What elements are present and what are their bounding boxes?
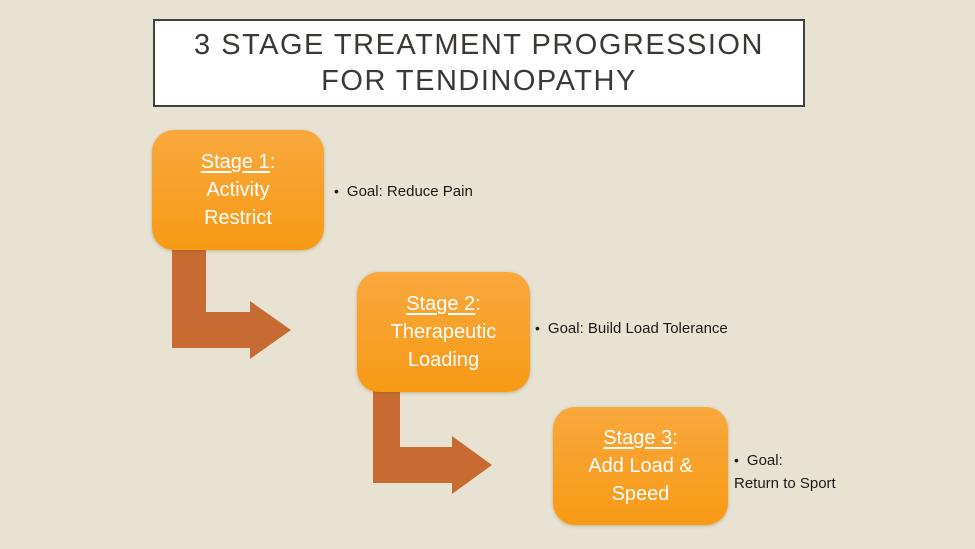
- stage-2-goal: • Goal: Build Load Tolerance: [535, 317, 728, 340]
- slide-title-box: 3 STAGE TREATMENT PROGRESSION FOR TENDIN…: [153, 19, 805, 107]
- stage-2-label-line-1: Therapeutic: [390, 321, 497, 343]
- slide-title-line-2: FOR TENDINOPATHY: [321, 65, 637, 97]
- stage-1-goal: • Goal: Reduce Pain: [334, 180, 473, 203]
- stage-1-label-line-2: Restrict: [204, 207, 272, 229]
- stage-1-box: Stage 1: Activity Restrict: [152, 130, 324, 250]
- stage-3-box: Stage 3: Add Load & Speed: [553, 407, 728, 525]
- stage-3-label-line-1: Add Load &: [588, 455, 693, 477]
- stage-1-heading: Stage 1:: [200, 151, 276, 173]
- stage-3-label-line-2: Speed: [611, 483, 670, 505]
- stage-3-heading: Stage 3:: [603, 427, 678, 449]
- stage-2-label-line-2: Loading: [407, 349, 480, 371]
- stage-2-box: Stage 2: Therapeutic Loading: [357, 272, 530, 392]
- stage-1-label-line-1: Activity: [206, 179, 270, 201]
- slide-title: 3 STAGE TREATMENT PROGRESSION FOR TENDIN…: [194, 27, 764, 99]
- stage-2-goal-text: Goal: Build Load Tolerance: [547, 320, 728, 337]
- stage-3-goal-line-1: • Goal:: [734, 449, 904, 472]
- slide-title-line-1: 3 STAGE TREATMENT PROGRESSION: [194, 29, 764, 61]
- stage-3-goal-text-line-1: Goal:: [746, 452, 783, 469]
- bullet-icon: •: [734, 452, 739, 468]
- stage-2-heading: Stage 2:: [406, 293, 481, 315]
- stage-1-goal-text: Goal: Reduce Pain: [346, 183, 473, 200]
- elbow-arrow-stage2-to-stage3-icon: [373, 390, 492, 494]
- stage-3-goal-line-2: Return to Sport: [734, 475, 836, 492]
- elbow-arrow-stage1-to-stage2-icon: [172, 248, 291, 359]
- bullet-icon: •: [334, 183, 339, 199]
- stage-3-goal: • Goal: Return to Sport: [734, 449, 904, 495]
- bullet-icon: •: [535, 320, 540, 336]
